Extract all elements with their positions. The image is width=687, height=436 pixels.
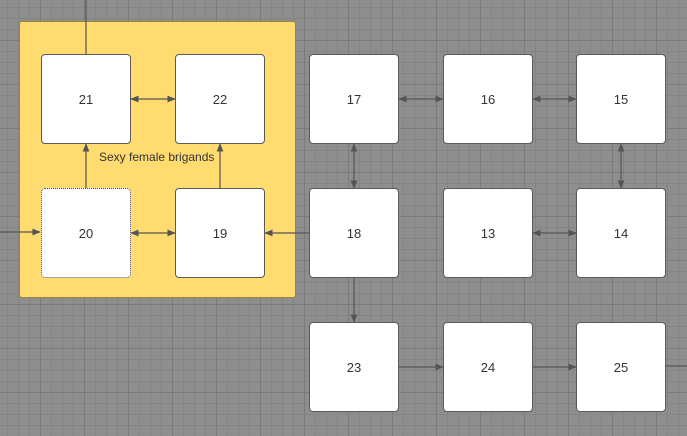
node-14[interactable]: 14 <box>576 188 666 278</box>
node-15[interactable]: 15 <box>576 54 666 144</box>
node-22[interactable]: 22 <box>175 54 265 144</box>
node-19[interactable]: 19 <box>175 188 265 278</box>
node-label: 16 <box>480 91 496 107</box>
node-label: 24 <box>480 359 496 375</box>
node-label: 21 <box>78 91 94 107</box>
node-label: 25 <box>613 359 629 375</box>
node-label: 13 <box>480 225 496 241</box>
group-label: Sexy female brigands <box>99 150 215 164</box>
node-label: 17 <box>346 91 362 107</box>
node-label: 15 <box>613 91 629 107</box>
node-18[interactable]: 18 <box>309 188 399 278</box>
node-label: 22 <box>212 91 228 107</box>
node-label: 23 <box>346 359 362 375</box>
node-17[interactable]: 17 <box>309 54 399 144</box>
node-13[interactable]: 13 <box>443 188 533 278</box>
node-label: 18 <box>346 225 362 241</box>
node-label: 14 <box>613 225 629 241</box>
node-23[interactable]: 23 <box>309 322 399 412</box>
node-label: 20 <box>78 225 94 241</box>
node-label: 19 <box>212 225 228 241</box>
node-25[interactable]: 25 <box>576 322 666 412</box>
node-20[interactable]: 20 <box>41 188 131 278</box>
node-24[interactable]: 24 <box>443 322 533 412</box>
node-21[interactable]: 21 <box>41 54 131 144</box>
node-16[interactable]: 16 <box>443 54 533 144</box>
